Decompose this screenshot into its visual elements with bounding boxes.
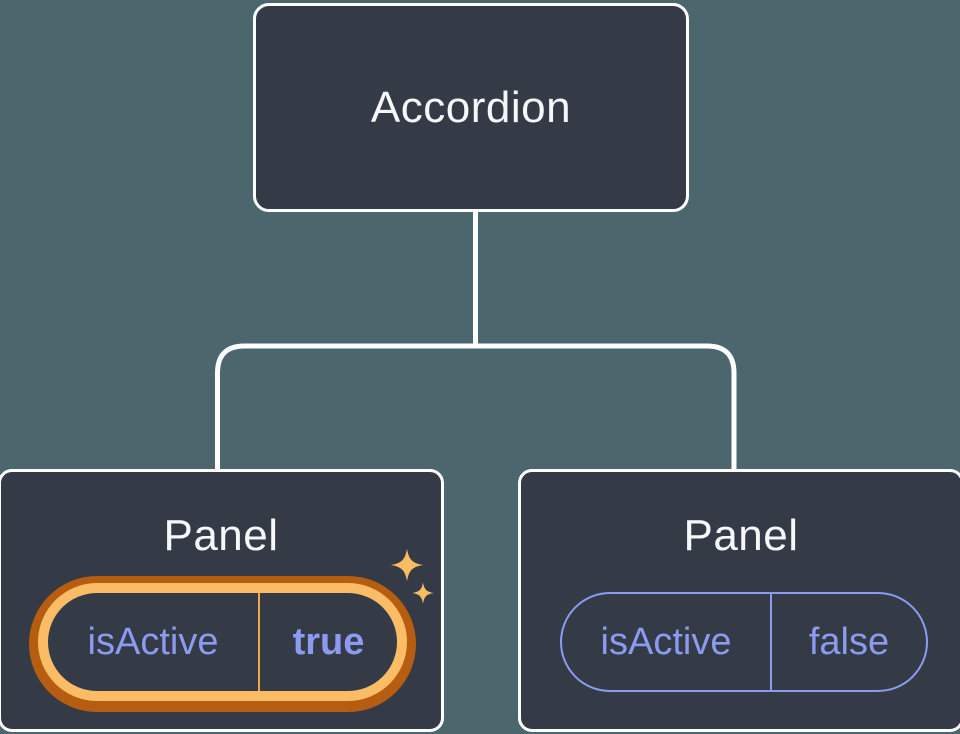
state-pill-value-cell: false (772, 594, 926, 690)
panel-component-box-active: Panel isActive true (0, 469, 444, 732)
accordion-component-box: Accordion (253, 3, 689, 212)
state-pill-label-cell: isActive (562, 594, 772, 690)
state-value: false (808, 620, 890, 663)
state-pill-inactive: isActive false (560, 592, 928, 692)
accordion-label: Accordion (370, 82, 572, 132)
state-value: true (292, 620, 365, 663)
sparkles-icon (390, 548, 434, 604)
state-pill-value-cell: true (260, 593, 397, 691)
state-pill-label-cell: isActive (48, 593, 260, 691)
state-label: isActive (87, 620, 219, 663)
state-label: isActive (600, 620, 732, 663)
panel-component-box-inactive: Panel isActive false (518, 469, 960, 732)
panel-title: Panel (163, 511, 279, 560)
state-pill-active: isActive true (48, 593, 397, 691)
panel-title: Panel (683, 511, 799, 560)
